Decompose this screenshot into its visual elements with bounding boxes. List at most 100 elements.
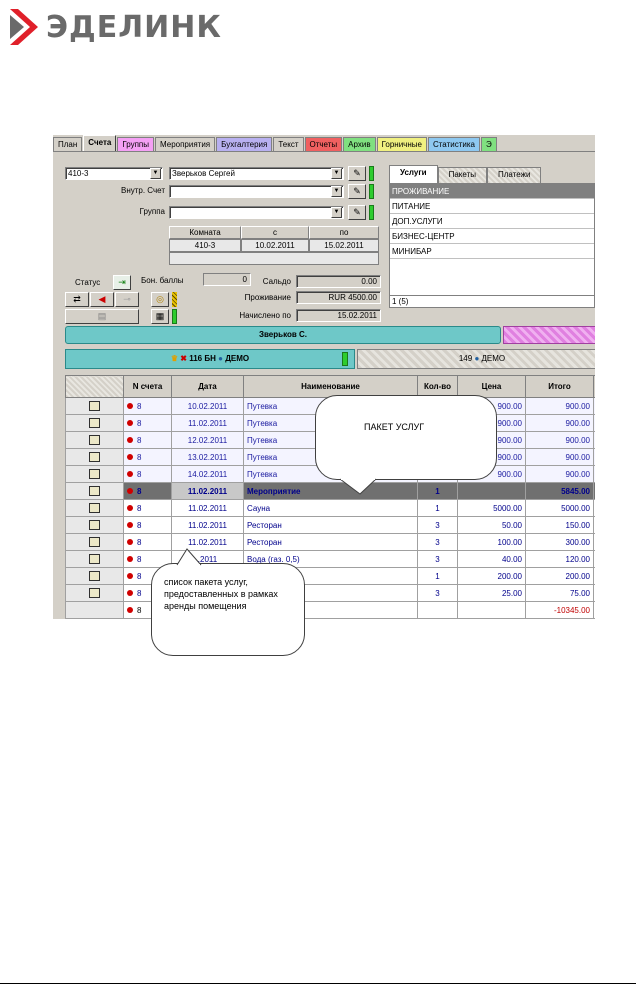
row-account-number: 8 [123,431,172,449]
tab-4[interactable]: Бухгалтерия [216,137,273,152]
row-extra [593,567,595,585]
column-header-0[interactable] [65,375,124,398]
internal-account-select[interactable]: ▼ [169,185,344,198]
row-extra [593,516,595,534]
tab-8[interactable]: Горничные [376,137,427,152]
row-type-icon [65,567,124,585]
row-quantity: 1 [417,567,458,585]
chevron-down-icon[interactable]: ▼ [150,168,161,179]
stay-dates-grid: Комната с по 410-3 10.02.2011 15.02.2011 [169,226,379,265]
callout-list-pointer [176,548,202,566]
account-band-other[interactable]: 149 ● ДЕМО [357,349,595,369]
group-select[interactable]: ▼ [169,206,344,219]
status-button[interactable]: ⇥ [113,275,131,290]
tab-9[interactable]: Статистика [427,137,480,152]
chevron-down-icon[interactable]: ▼ [331,186,342,197]
tab-3[interactable]: Мероприятия [154,137,216,152]
edit-internal-account-button[interactable]: ✎ [348,184,366,199]
tab-10[interactable]: Э [480,137,497,152]
page-bottom-rule [0,983,636,984]
edit-icon: ✎ [353,186,361,196]
tab-7[interactable]: Архив [343,137,376,152]
services-tab-0[interactable]: Услуги [389,165,438,183]
row-total: 120.00 [525,550,594,568]
print-button[interactable]: ▤ [65,309,139,324]
column-header-2[interactable]: Дата [171,375,244,398]
row-price: 100.00 [457,533,526,551]
key-button[interactable]: ⊸ [115,292,139,307]
edit-icon: ✎ [353,207,361,217]
calc-button[interactable]: ▦ [151,309,169,324]
row-type-icon [65,584,124,602]
guest-band[interactable]: Зверьков С. [65,326,501,344]
row-total: -10345.00 [525,601,594,619]
row-name: Мероприятие [243,482,418,500]
row-quantity: 3 [417,516,458,534]
account-band-active[interactable]: ♛ ✖ 116 БН ● ДЕМО [65,349,355,369]
guest-band-secondary[interactable] [503,326,595,344]
callout-list: список пакета услуг, предоставленных в р… [151,563,305,656]
room-select[interactable]: 410-3▼ [65,167,163,180]
chevron-down-icon[interactable]: ▼ [331,207,342,218]
row-type-icon [65,465,124,483]
edit-guest-button[interactable]: ✎ [348,166,366,181]
tab-1[interactable]: Счета [83,135,117,152]
tab-2[interactable]: Группы [117,137,154,152]
services-tab-1[interactable]: Пакеты [437,167,487,183]
edit-group-button[interactable]: ✎ [348,205,366,220]
status-dot-icon [127,454,133,461]
stay-rate-value: RUR 4500.00 [296,291,381,304]
account-demo-other: ДЕМО [481,354,506,363]
chevron-down-icon[interactable]: ▼ [331,168,342,179]
column-header-3[interactable]: Наименование [243,375,418,398]
row-total: 900.00 [525,448,594,466]
bonus-button[interactable]: ◎ [151,292,169,307]
service-item[interactable]: ПРОЖИВАНИЕ [390,184,594,199]
row-quantity [417,601,458,619]
checkin-button[interactable]: ⇄ [65,292,89,307]
column-header-1[interactable]: N счета [123,375,172,398]
row-extra [593,550,595,568]
callout-package: ПАКЕТ УСЛУГ [315,395,497,480]
row-quantity: 1 [417,499,458,517]
row-date: 11.02.2011 [171,516,244,534]
row-name: Ресторан [243,533,418,551]
table-row[interactable]: 8"Рексофт.РУ">-10345.00 [65,601,595,619]
row-type-icon [65,499,124,517]
tab-0[interactable]: План [53,137,83,152]
row-type-icon [65,482,124,500]
checkin-icon: ⇄ [73,294,81,304]
tab-6[interactable]: Отчеты [304,137,343,152]
service-item[interactable]: ПИТАНИЕ [390,199,594,214]
column-header-6[interactable]: Итого [525,375,594,398]
row-extra [593,482,595,500]
tab-5[interactable]: Текст [273,137,304,152]
row-total: 900.00 [525,414,594,432]
checkout-button[interactable]: ◀ [90,292,114,307]
charged-until-label: Начислено по [239,311,291,320]
guest-select[interactable]: Зверьков Сергей▼ [169,167,344,180]
status-dot-icon [127,522,133,529]
account-status-indicator [369,184,374,199]
services-tab-2[interactable]: Платежи [487,167,542,183]
service-item[interactable]: МИНИБАР [390,244,594,259]
service-item[interactable]: ДОП.УСЛУГИ [390,214,594,229]
checkout-icon: ◀ [98,294,106,304]
row-price: 25.00 [457,584,526,602]
row-type-icon [65,516,124,534]
user-icon: ● [474,354,480,363]
balance-value: 0.00 [296,275,381,288]
column-header-4[interactable]: Кол-во [417,375,458,398]
row-name: Сауна [243,499,418,517]
row-price [457,601,526,619]
status-dot-icon [127,607,133,614]
service-item[interactable]: БИЗНЕС-ЦЕНТР [390,229,594,244]
